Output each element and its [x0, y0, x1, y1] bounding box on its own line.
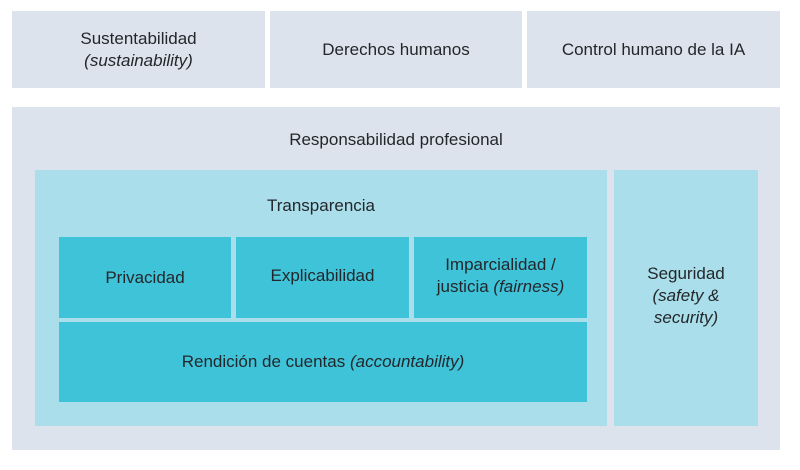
box-sustainability: Sustentabilidad(sustainability)	[12, 11, 265, 88]
fairness-line2: justicia	[436, 276, 494, 296]
box-human-rights: Derechos humanos	[270, 11, 522, 88]
security-label: Seguridad	[647, 264, 725, 283]
box-security: Seguridad (safety & security)	[614, 170, 758, 426]
privacy-label: Privacidad	[105, 267, 185, 287]
professional-responsibility-label: Responsabilidad profesional	[289, 130, 503, 149]
sustainability-label: Sustentabilidad	[80, 28, 197, 48]
sustainability-english: (sustainability)	[84, 50, 193, 70]
explicability-label: Explicabilidad	[270, 265, 375, 285]
box-fairness: Imparcialidad /justicia (fairness)	[414, 237, 587, 318]
box-accountability: Rendición de cuentas (accountability)	[59, 322, 587, 402]
human-control-label: Control humano de la IA	[561, 39, 746, 59]
box-explicability: Explicabilidad	[236, 237, 409, 318]
box-privacy: Privacidad	[59, 237, 231, 318]
security-english-1: (safety &	[652, 286, 720, 305]
human-rights-label: Derechos humanos	[322, 39, 470, 59]
fairness-english: (fairness)	[493, 276, 565, 296]
box-human-control: Control humano de la IA	[527, 11, 780, 88]
transparency-label: Transparencia	[266, 196, 376, 215]
fairness-line1: Imparcialidad /	[445, 254, 556, 274]
accountability-english: (accountability)	[349, 352, 465, 371]
security-english-2: security)	[653, 308, 719, 327]
accountability-label: Rendición de cuentas	[181, 352, 350, 371]
